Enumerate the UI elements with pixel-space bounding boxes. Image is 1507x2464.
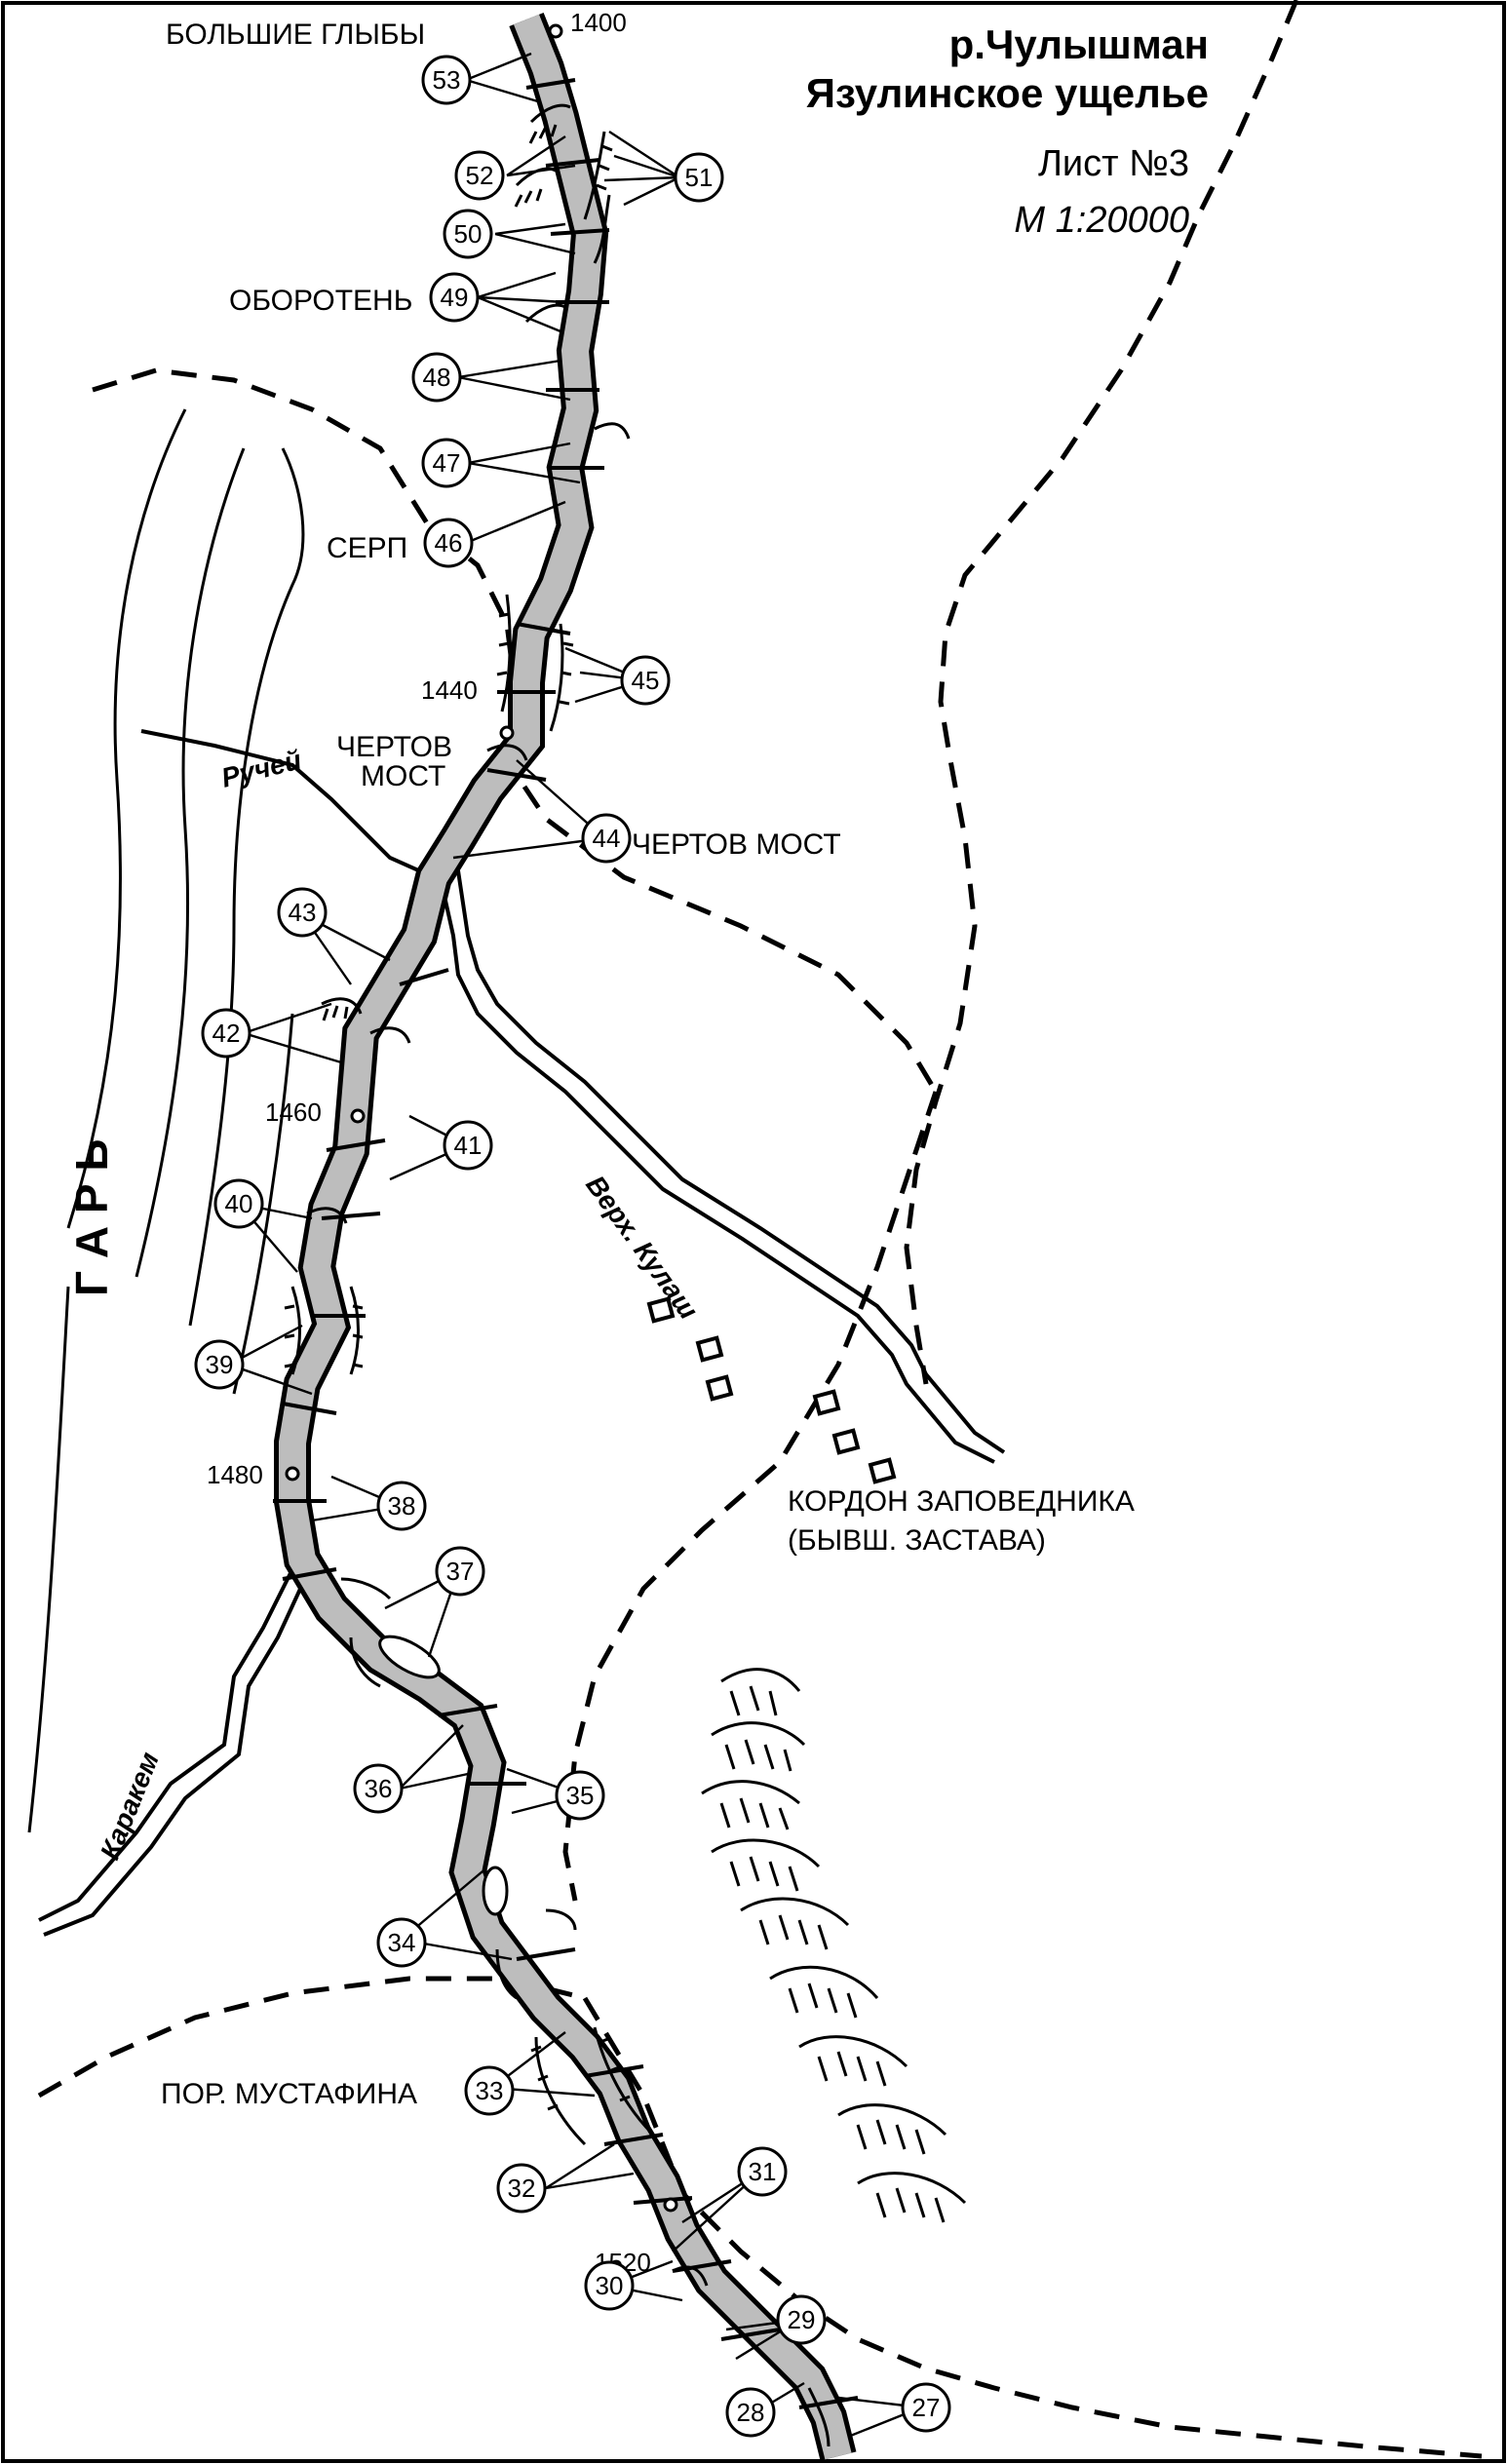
elevation-1480: 1480 (207, 1460, 263, 1489)
marker-53: 53 (433, 65, 461, 95)
marker-30: 30 (596, 2271, 624, 2300)
marker-27: 27 (912, 2393, 941, 2422)
marker-37: 37 (446, 1557, 475, 1586)
marker-47: 47 (433, 448, 461, 478)
tributaries (38, 729, 1006, 1937)
label-chertov-most-a: ЧЕРТОВ (336, 731, 452, 763)
marker-41: 41 (454, 1131, 483, 1160)
bank-hatching (284, 103, 831, 2447)
elevation-1440: 1440 (421, 675, 478, 705)
title-sheet: Лист №3 (1038, 143, 1189, 184)
label-bolshie-glyby: БОЛЬШИЕ ГЛЫБЫ (166, 19, 425, 51)
elevation-1460: 1460 (265, 1097, 322, 1127)
marker-28: 28 (737, 2398, 765, 2427)
marker-45: 45 (632, 666, 660, 695)
marker-43: 43 (289, 898, 317, 927)
label-oboroten: ОБОРОТЕНЬ (229, 285, 412, 317)
label-serp: СЕРП (327, 532, 407, 564)
title-scale: М 1:20000 (1014, 200, 1189, 241)
markers (194, 52, 951, 2439)
marker-34: 34 (388, 1928, 416, 1957)
label-verkh-kulash: Верх. Кулаш (580, 1170, 704, 1325)
main-river (274, 12, 857, 2461)
marker-40: 40 (225, 1189, 253, 1218)
label-chertov-most-right: ЧЕРТОВ МОСТ (632, 828, 841, 861)
elevation-1400: 1400 (570, 8, 627, 37)
marker-49: 49 (441, 283, 469, 312)
elevation-dots (285, 23, 678, 2213)
marker-39: 39 (206, 1350, 234, 1379)
marker-numbers: 53 52 51 50 49 48 47 46 45 44 43 42 41 4… (206, 65, 941, 2427)
marker-31: 31 (749, 2157, 777, 2186)
right-cliffs (701, 1668, 967, 2223)
marker-51: 51 (685, 163, 714, 192)
kordon-buildings (646, 1296, 897, 1484)
rapid-bars (273, 78, 859, 2409)
marker-32: 32 (508, 2174, 536, 2203)
contour-lines (27, 408, 305, 1833)
label-kordon-a: КОРДОН ЗАПОВЕДНИКА (788, 1485, 1135, 1518)
marker-36: 36 (365, 1774, 393, 1803)
label-chertov-most-b: МОСТ (361, 760, 445, 792)
marker-42: 42 (213, 1019, 241, 1048)
label-gar: Г А Р Ь (66, 1139, 117, 1296)
title-river: р.Чулышман (949, 21, 1209, 67)
marker-50: 50 (454, 219, 483, 249)
marker-38: 38 (388, 1491, 416, 1521)
marker-46: 46 (435, 528, 463, 558)
marker-35: 35 (566, 1781, 595, 1810)
title-gorge: Язулинское ущелье (806, 70, 1209, 116)
label-mustafina: ПОР. МУСТАФИНА (161, 2078, 417, 2110)
marker-29: 29 (788, 2305, 816, 2334)
marker-33: 33 (476, 2076, 504, 2105)
marker-44: 44 (593, 824, 621, 853)
marker-52: 52 (466, 161, 494, 190)
label-kordon-b: (БЫВШ. ЗАСТАВА) (788, 1524, 1046, 1557)
marker-48: 48 (423, 363, 451, 392)
